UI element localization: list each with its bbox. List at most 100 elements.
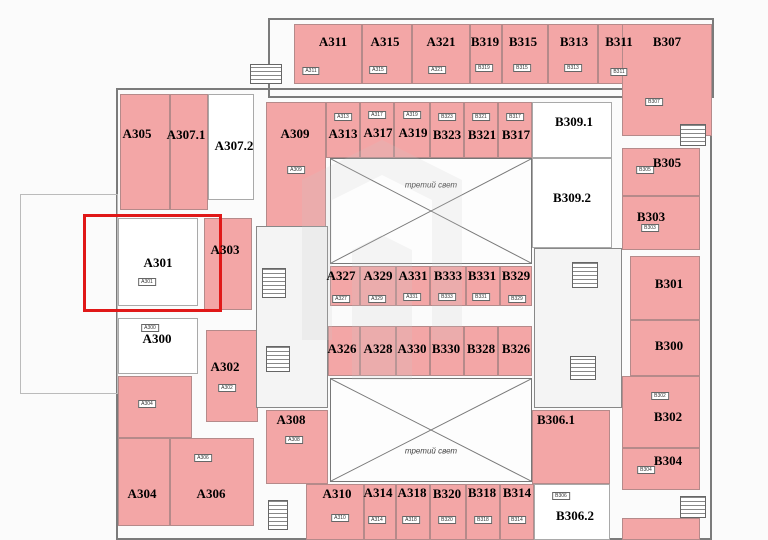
room-b304[interactable] — [622, 448, 700, 490]
tag-b315: B315 — [513, 64, 531, 72]
room-b318[interactable] — [466, 484, 500, 540]
room-bottom-right[interactable] — [622, 518, 700, 540]
room-b309-2[interactable] — [532, 158, 612, 248]
tag-a301: A301 — [138, 278, 156, 286]
tag-b311: B311 — [610, 68, 628, 76]
room-a308[interactable] — [266, 410, 328, 484]
room-a311[interactable] — [294, 24, 362, 84]
label-a328: A328 — [363, 341, 393, 356]
room-b331[interactable] — [466, 266, 500, 306]
atrium-upper: третий свет — [330, 158, 532, 264]
tag-a311: A311 — [302, 67, 320, 75]
tag-b317: B317 — [506, 113, 524, 121]
tag-a304: A304 — [138, 400, 156, 408]
label-b306-2: B306.2 — [556, 508, 594, 523]
room-a330[interactable] — [396, 326, 430, 376]
room-b306-1[interactable] — [532, 410, 610, 484]
room-b320[interactable] — [430, 484, 466, 540]
room-a315[interactable] — [362, 24, 412, 84]
label-b314: B314 — [502, 485, 532, 500]
room-a313[interactable] — [326, 102, 360, 158]
stair-right-external — [680, 124, 706, 146]
room-a310[interactable] — [306, 484, 364, 540]
tag-a315: A315 — [369, 66, 387, 74]
room-b314[interactable] — [500, 484, 534, 540]
room-b301[interactable] — [630, 256, 700, 320]
room-b323[interactable] — [430, 102, 464, 158]
room-b330[interactable] — [430, 326, 464, 376]
room-a321[interactable] — [412, 24, 470, 84]
label-b311: B311 — [605, 34, 633, 49]
room-b319[interactable] — [470, 24, 502, 84]
room-b300[interactable] — [630, 320, 700, 376]
void-label-upper: третий свет — [401, 180, 461, 190]
tag-a310: A310 — [331, 514, 349, 522]
room-b307[interactable] — [622, 24, 712, 136]
label-b329: B329 — [501, 268, 531, 283]
label-b307: B307 — [652, 34, 682, 49]
room-b328[interactable] — [464, 326, 498, 376]
atrium-lower: третий свет — [330, 378, 532, 482]
stair-bottom-left — [268, 500, 288, 530]
void-label-lower: третий свет — [401, 446, 461, 456]
tag-b307: B307 — [645, 98, 663, 106]
room-b305[interactable] — [622, 148, 700, 196]
label-b333: B333 — [433, 268, 463, 283]
stair-top-left — [250, 64, 282, 84]
room-b313[interactable] — [548, 24, 598, 84]
room-b326[interactable] — [498, 326, 532, 376]
label-b302: B302 — [653, 409, 683, 424]
label-a331: A331 — [398, 268, 428, 283]
room-a305[interactable] — [120, 94, 170, 210]
label-a302: A302 — [210, 359, 240, 374]
label-b328: B328 — [466, 341, 496, 356]
watermark-logo — [302, 140, 462, 380]
label-b331: B331 — [467, 268, 497, 283]
label-b309-1: B309.1 — [555, 114, 593, 129]
tag-b304: B304 — [637, 466, 655, 474]
balcony-outline — [20, 194, 118, 394]
room-b309-1[interactable] — [532, 102, 612, 158]
tag-a308: A308 — [285, 436, 303, 444]
room-a307-1[interactable] — [170, 94, 208, 210]
stair-core-left-2 — [266, 346, 290, 372]
room-a306[interactable] — [170, 438, 254, 526]
room-b317[interactable] — [498, 102, 532, 158]
label-a315: A315 — [370, 34, 400, 49]
room-a326[interactable] — [328, 326, 360, 376]
label-b319: B319 — [470, 34, 500, 49]
room-a314[interactable] — [364, 484, 396, 540]
room-b321[interactable] — [464, 102, 498, 158]
tag-a331: A331 — [403, 293, 421, 301]
tag-a313: A313 — [334, 113, 352, 121]
room-a302[interactable] — [206, 330, 258, 422]
room-b333[interactable] — [430, 266, 466, 306]
label-a305: A305 — [122, 126, 152, 141]
label-b300: B300 — [654, 338, 684, 353]
tag-b319: B319 — [475, 64, 493, 72]
label-a304: A304 — [127, 486, 157, 501]
label-a301: A301 — [143, 255, 173, 270]
tag-a317: A317 — [368, 111, 386, 119]
tag-b331: B331 — [472, 293, 490, 301]
label-b326: B326 — [501, 341, 531, 356]
label-b309-2: B309.2 — [553, 190, 591, 205]
label-a303: A303 — [210, 242, 240, 257]
room-a303[interactable] — [204, 218, 252, 310]
label-b301: B301 — [654, 276, 684, 291]
room-a304[interactable] — [118, 438, 170, 526]
room-b302[interactable] — [622, 376, 700, 448]
tag-a327: A327 — [332, 295, 350, 303]
room-a307-2[interactable] — [208, 94, 254, 200]
label-a307-2: A307.2 — [214, 138, 254, 153]
room-b303[interactable] — [622, 196, 700, 250]
tag-b303: B303 — [641, 224, 659, 232]
room-a309[interactable] — [266, 102, 326, 228]
room-b315[interactable] — [502, 24, 548, 84]
label-b318: B318 — [467, 485, 497, 500]
room-a301[interactable] — [118, 218, 198, 306]
tag-b305: B305 — [636, 166, 654, 174]
room-a328[interactable] — [360, 326, 396, 376]
label-a306: A306 — [196, 486, 226, 501]
label-b305: B305 — [652, 155, 682, 170]
